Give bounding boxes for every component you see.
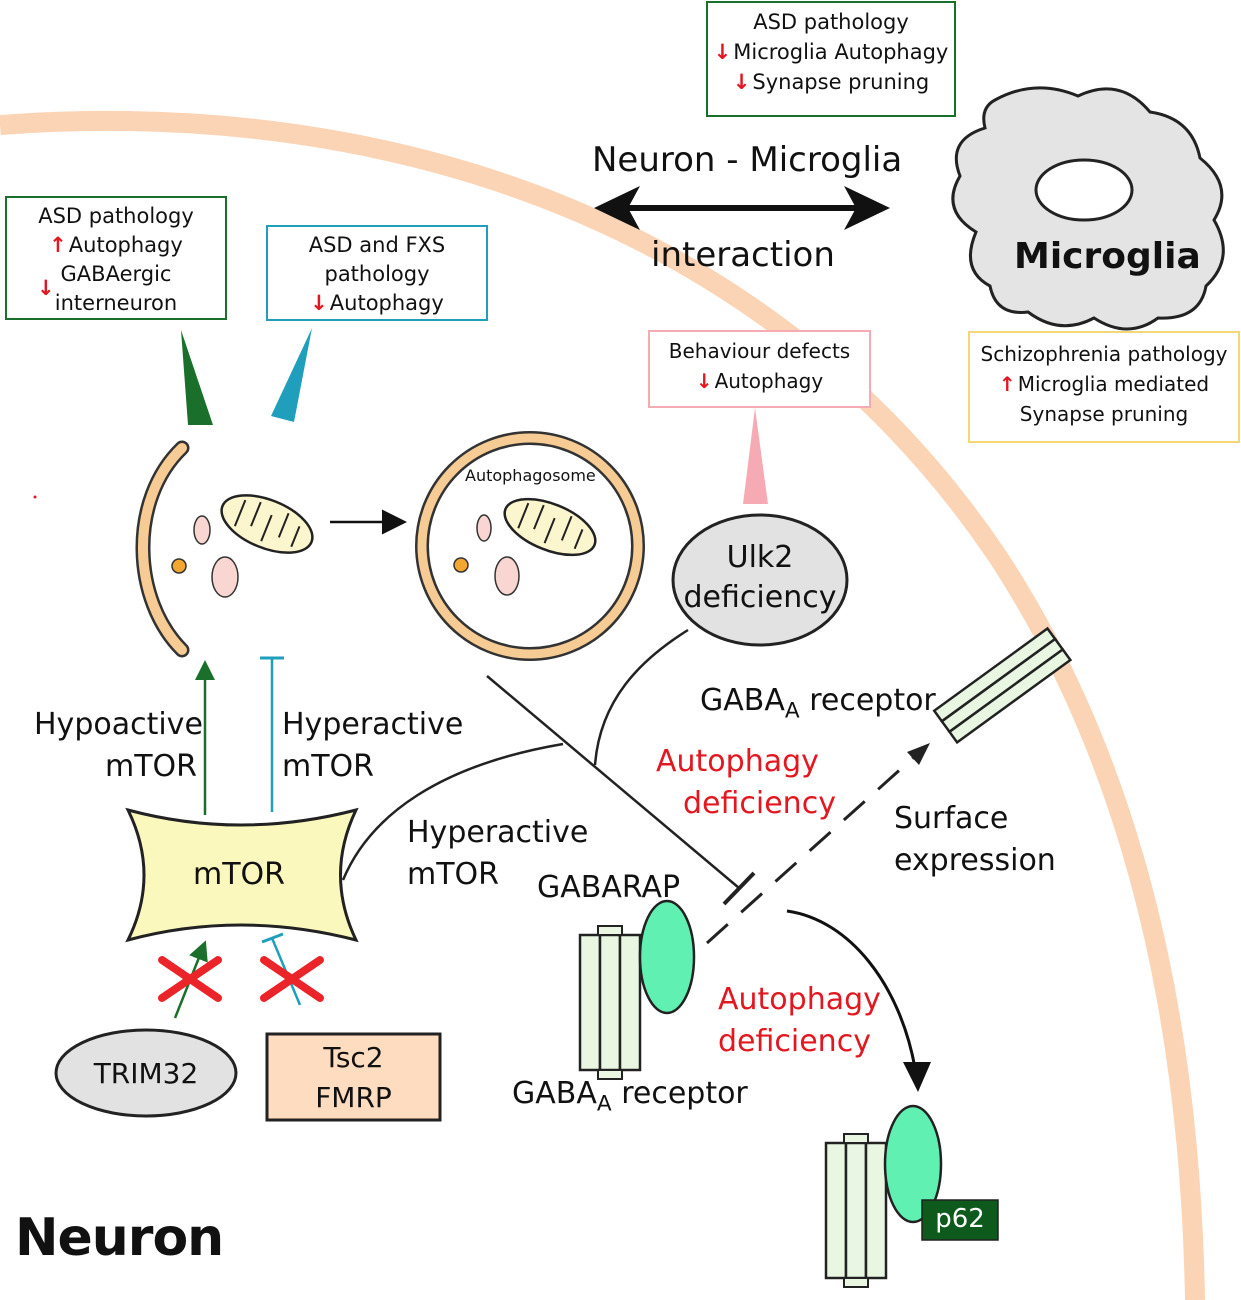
ulk2-line2: deficiency — [683, 580, 837, 615]
ulk2-connector — [593, 628, 689, 766]
gaba-receptor-bottom-label: GABAA receptor — [512, 1076, 748, 1117]
schizophrenia-line2: Microglia mediated — [1017, 372, 1210, 396]
surface-line1: Surface — [894, 801, 1009, 836]
tsc2-label: Tsc2 FMRP — [267, 1038, 440, 1118]
behaviour-line1: Behaviour defects — [668, 339, 851, 363]
asd-fxs-line1: ASD and FXS — [308, 233, 446, 257]
down-arrow-icon: ↓ — [310, 291, 328, 315]
p62-box — [921, 1199, 999, 1241]
asd-microglia-line3: Synapse pruning — [752, 70, 930, 94]
gaba-receptor-top-rest: receptor — [799, 683, 936, 718]
hyperactive-line2: mTOR — [282, 749, 375, 784]
down-arrow-icon: ↓ — [695, 369, 713, 393]
cargo-vesicle — [193, 515, 211, 545]
hyperactive2-line1: Hyperactive — [407, 815, 589, 850]
mtor-label: mTOR — [193, 857, 286, 892]
asd-fxs-line2: pathology — [324, 262, 430, 286]
gaba-receptor-surface — [932, 626, 1073, 745]
interaction-arrowhead-left — [594, 186, 640, 230]
inhibition-line — [486, 675, 740, 889]
asd-gaba-box: ASD pathology ↑Autophagy ↓GABAergic inte… — [5, 196, 227, 320]
autophagy-deficiency-1: Autophagy deficiency — [656, 741, 836, 825]
mtor-shape — [125, 807, 359, 943]
behaviour-box: Behaviour defects ↓Autophagy — [648, 330, 871, 408]
schizophrenia-line3: Synapse pruning — [1019, 402, 1189, 426]
gaba-receptor-bottom — [824, 1133, 888, 1288]
down-arrow-icon: ↓ — [732, 70, 751, 94]
surface-expression-arrow — [705, 747, 925, 945]
microglia-label: Microglia — [1014, 236, 1201, 277]
up-arrow-icon: ↑ — [49, 233, 67, 257]
gaba-receptor-middle — [578, 925, 642, 1080]
tsc2-line: Tsc2 — [323, 1041, 384, 1074]
surface-line2: expression — [894, 843, 1056, 878]
pink-pointer — [743, 408, 768, 504]
gaba-receptor-top-label: GABAA receptor — [700, 683, 936, 724]
surface-expression-label: Surface expression — [894, 798, 1056, 882]
asd-fxs-box: ASD and FXS pathology ↓Autophagy — [266, 225, 488, 321]
interaction-subtitle: interaction — [651, 235, 835, 275]
mitochondrion — [220, 494, 314, 554]
gaba-receptor-bottom-main: GABA — [512, 1076, 597, 1111]
hypoactive-line2: mTOR — [104, 749, 197, 784]
behaviour-line2: Autophagy — [714, 369, 824, 393]
tsc2-box — [265, 1032, 442, 1122]
autophagy-def2-line1: Autophagy — [718, 982, 881, 1017]
autophagy-def1-line2: deficiency — [683, 786, 836, 821]
gabarap-ellipse — [638, 899, 696, 1015]
asd-microglia-line2: Microglia Autophagy — [733, 40, 949, 64]
degradation-arrow — [786, 909, 917, 1069]
trim32-label: TRIM32 — [93, 1057, 199, 1090]
neuron-label: Neuron — [15, 1208, 224, 1268]
up-arrow-icon: ↑ — [998, 372, 1016, 396]
down-arrow-icon: ↓ — [37, 276, 55, 300]
gaba-receptor-bottom-sub: A — [596, 1091, 612, 1117]
green-pointer — [181, 330, 213, 425]
schizophrenia-line1: Schizophrenia pathology — [980, 342, 1228, 366]
gaba-receptor-top-sub: A — [784, 698, 800, 724]
fmrp-line: FMRP — [315, 1081, 392, 1114]
asd-gaba-line2: Autophagy — [68, 233, 183, 257]
ulk2-label: Ulk2 deficiency — [673, 538, 847, 618]
teal-pointer — [271, 328, 312, 422]
asd-microglia-box: ASD pathology ↓Microglia Autophagy ↓Syna… — [706, 1, 956, 117]
hyperactive-label: Hyperactive mTOR — [282, 704, 463, 788]
hyperactive2-label: Hyperactive mTOR — [407, 812, 588, 896]
microglia-nucleus — [1034, 158, 1134, 222]
asd-gaba-line1: ASD pathology — [38, 204, 194, 228]
hyperactive-line1: Hyperactive — [282, 707, 464, 742]
interaction-title: Neuron - Microglia — [592, 140, 903, 180]
autophagy-def2-line2: deficiency — [718, 1024, 871, 1059]
asd-fxs-line3: Autophagy — [329, 291, 444, 315]
asd-gaba-line3: GABAergic — [60, 262, 172, 286]
asd-microglia-line1: ASD pathology — [753, 10, 909, 34]
mtor-to-ulk2-curve — [341, 742, 564, 881]
cross-mark-tsc2 — [260, 956, 324, 1002]
cargo-dot — [171, 558, 187, 574]
gabarap-label: GABARAP — [537, 870, 681, 905]
down-arrow-icon: ↓ — [713, 40, 732, 64]
gaba-receptor-top-main: GABA — [700, 683, 785, 718]
asd-gaba-line4: interneuron — [54, 291, 178, 315]
interaction-arrowhead-right — [844, 186, 890, 230]
hypoactive-line1: Hypoactive — [34, 707, 203, 742]
neuron-membrane — [0, 110, 1205, 1300]
autophagy-def1-line1: Autophagy — [656, 744, 819, 779]
ulk2-ellipse — [671, 513, 849, 647]
gaba-receptor-bottom-rest: receptor — [611, 1076, 748, 1111]
trim32-ellipse — [54, 1028, 238, 1118]
hyperactive2-line2: mTOR — [407, 857, 500, 892]
p62-ligand-ellipse — [883, 1104, 943, 1224]
cargo-vesicle-large — [211, 556, 239, 598]
cross-mark-trim32 — [158, 956, 222, 1002]
ulk2-line1: Ulk2 — [726, 540, 794, 575]
autophagy-deficiency-2: Autophagy deficiency — [718, 979, 881, 1063]
p62-label: p62 — [935, 1204, 985, 1234]
autophagosome-label: Autophagosome — [465, 466, 596, 485]
hypoactive-label: Hypoactive mTOR — [34, 704, 203, 788]
schizophrenia-box: Schizophrenia pathology ↑Microglia media… — [968, 331, 1240, 443]
